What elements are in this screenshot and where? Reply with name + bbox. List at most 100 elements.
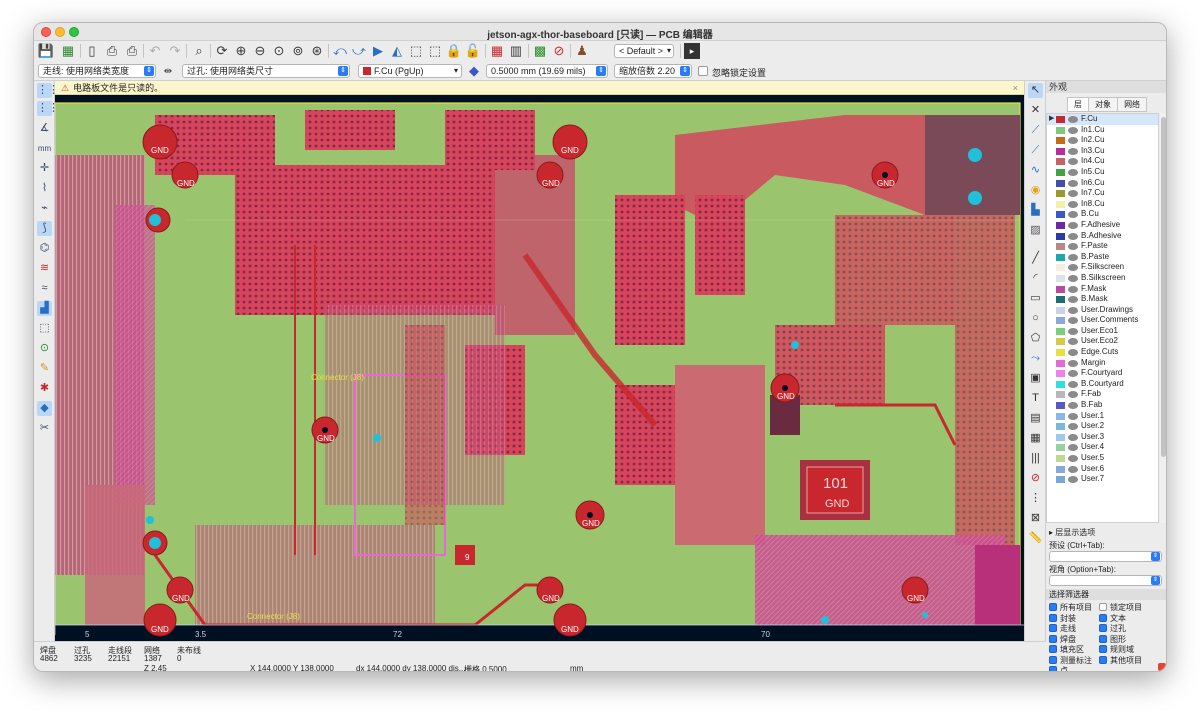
polar-coords-icon[interactable]: ∡ (39, 122, 50, 134)
layer-color-swatch[interactable] (1056, 391, 1065, 399)
maximize-window-button[interactable] (69, 27, 79, 37)
grid-select[interactable]: 0.5000 mm (19.69 mils) ⇕ (486, 64, 608, 78)
more-tools-icon[interactable]: ⋮ (1030, 492, 1041, 504)
layer-color-swatch[interactable] (1056, 370, 1065, 378)
layer-row[interactable]: F.Fab (1047, 389, 1158, 400)
layer-list-scrollbar[interactable] (1160, 113, 1166, 523)
layer-row[interactable]: F.Courtyard (1047, 368, 1158, 379)
draw-polygon-icon[interactable]: ⬠ (1030, 332, 1041, 344)
layer-color-swatch[interactable] (1056, 296, 1065, 304)
board-setup-icon[interactable]: ▦ (61, 43, 75, 58)
close-window-button[interactable] (41, 27, 51, 37)
visibility-eye-icon[interactable] (1068, 476, 1078, 484)
checkbox-icon[interactable] (1049, 645, 1057, 653)
layer-color-swatch[interactable] (1056, 327, 1065, 335)
layer-row[interactable]: B.Silkscreen (1047, 273, 1158, 284)
filter-checkbox[interactable]: 其他项目 (1099, 655, 1142, 666)
layer-row[interactable]: B.Courtyard (1047, 379, 1158, 390)
visibility-eye-icon[interactable] (1068, 296, 1078, 304)
track-outline-icon[interactable]: ✎ (39, 362, 50, 374)
layer-color-swatch[interactable] (1056, 116, 1065, 123)
layer-pair-icon[interactable]: ◆ (469, 63, 479, 78)
zone-filled-icon[interactable]: ▟ (37, 301, 52, 316)
layer-color-swatch[interactable] (1056, 147, 1065, 155)
tune-length-icon[interactable]: ∿ (1030, 164, 1041, 176)
layer-color-swatch[interactable] (1056, 455, 1065, 462)
netlist-update-icon[interactable]: ▦ (490, 43, 504, 58)
checkbox-icon[interactable] (1099, 645, 1107, 653)
layer-row[interactable]: ▶F.Cu (1047, 114, 1158, 125)
high-contrast-icon[interactable]: ✱ (39, 382, 50, 394)
layer-color-swatch[interactable] (1056, 158, 1065, 166)
layer-color-swatch[interactable] (1056, 285, 1065, 293)
mirror-icon[interactable]: ◭ (392, 43, 402, 58)
layer-row[interactable]: F.Mask (1047, 284, 1158, 295)
find-icon[interactable]: ⌕ (195, 43, 203, 58)
layer-color-swatch[interactable] (1056, 412, 1065, 420)
zoom-fit-icon[interactable]: ⊙ (273, 43, 285, 58)
layer-row[interactable]: In7.Cu (1047, 188, 1158, 199)
layer-color-swatch[interactable] (1056, 274, 1065, 282)
checkbox-icon[interactable] (1099, 624, 1107, 632)
lock-icon[interactable]: 🔒 (445, 43, 463, 58)
notification-icon[interactable] (1158, 663, 1166, 671)
checkbox-icon[interactable] (1049, 655, 1057, 664)
layer-row[interactable]: User.Comments (1047, 315, 1158, 326)
layer-color-swatch[interactable] (1056, 338, 1065, 346)
add-image-icon[interactable]: ▣ (1030, 372, 1041, 384)
layer-color-swatch[interactable] (1056, 211, 1065, 219)
visibility-eye-icon[interactable] (1068, 423, 1078, 431)
tab-layers[interactable]: 层 (1066, 97, 1089, 112)
filter-checkbox[interactable]: 图形 (1099, 634, 1126, 645)
visibility-eye-icon[interactable] (1068, 306, 1078, 314)
layer-row[interactable]: In6.Cu (1047, 178, 1158, 189)
visibility-eye-icon[interactable] (1068, 137, 1078, 145)
drc-icon[interactable]: ▩ (533, 43, 547, 58)
filter-checkbox[interactable]: 填充区 (1049, 645, 1084, 655)
ungroup-icon[interactable]: ⬚ (428, 43, 442, 58)
layer-row[interactable]: In1.Cu (1047, 125, 1158, 136)
layer-row[interactable]: F.Paste (1047, 241, 1158, 252)
visibility-eye-icon[interactable] (1068, 147, 1078, 155)
schematic-icon[interactable]: ▥ (509, 43, 523, 58)
via-size-select[interactable]: 过孔: 使用网络类尺寸 ⇕ (182, 64, 350, 78)
cursor-style-icon[interactable]: ✛ (39, 162, 50, 174)
layer-color-swatch[interactable] (1056, 402, 1065, 410)
layer-color-swatch[interactable] (1056, 359, 1065, 367)
visibility-eye-icon[interactable] (1068, 444, 1078, 452)
layer-row[interactable]: User.Eco1 (1047, 326, 1158, 337)
checkbox-icon[interactable] (1099, 613, 1107, 622)
layer-row[interactable]: User.3 (1047, 432, 1158, 443)
zone-fill-icon[interactable]: ≋ (39, 262, 50, 274)
route-diff-pair-icon[interactable]: ⟋ (1031, 144, 1040, 156)
ratsnest-icon[interactable]: ⌇ (41, 182, 48, 194)
checkbox-icon[interactable] (1099, 655, 1107, 664)
tab-objects[interactable]: 对象 (1088, 97, 1118, 112)
visibility-eye-icon[interactable] (1068, 190, 1078, 198)
flip-icon[interactable]: ▶ (373, 43, 383, 58)
layer-row[interactable]: In3.Cu (1047, 146, 1158, 157)
layer-row[interactable]: In5.Cu (1047, 167, 1158, 178)
filter-checkbox[interactable]: 测量标注 (1049, 655, 1092, 666)
layer-color-swatch[interactable] (1056, 380, 1065, 388)
checkbox-icon[interactable] (1049, 634, 1057, 643)
visibility-eye-icon[interactable] (1068, 221, 1078, 229)
origin-icon[interactable]: ⊠ (1030, 512, 1041, 524)
zoom-objects-icon[interactable]: ⊚ (292, 43, 304, 58)
filter-checkbox[interactable]: 锁定项目 (1099, 603, 1142, 613)
visibility-eye-icon[interactable] (1068, 402, 1078, 410)
visibility-eye-icon[interactable] (1068, 391, 1078, 399)
add-zone-icon[interactable]: ▙ (1031, 204, 1040, 216)
route-track-icon[interactable]: ⟋ (1031, 124, 1040, 136)
curved-ratsnest-icon[interactable]: ⟆ (37, 221, 52, 236)
filter-checkbox[interactable]: 规则域 (1099, 645, 1134, 655)
layer-color-swatch[interactable] (1056, 423, 1065, 431)
net-inspector-icon[interactable]: ⌬ (39, 242, 50, 254)
layer-color-swatch[interactable] (1056, 168, 1065, 176)
visibility-eye-icon[interactable] (1068, 253, 1078, 261)
layer-color-swatch[interactable] (1056, 243, 1065, 251)
visibility-eye-icon[interactable] (1068, 274, 1078, 282)
tab-nets[interactable]: 网络 (1117, 97, 1148, 112)
rule-area-icon[interactable]: ▨ (1030, 224, 1041, 236)
layer-row[interactable]: User.Eco2 (1047, 336, 1158, 347)
